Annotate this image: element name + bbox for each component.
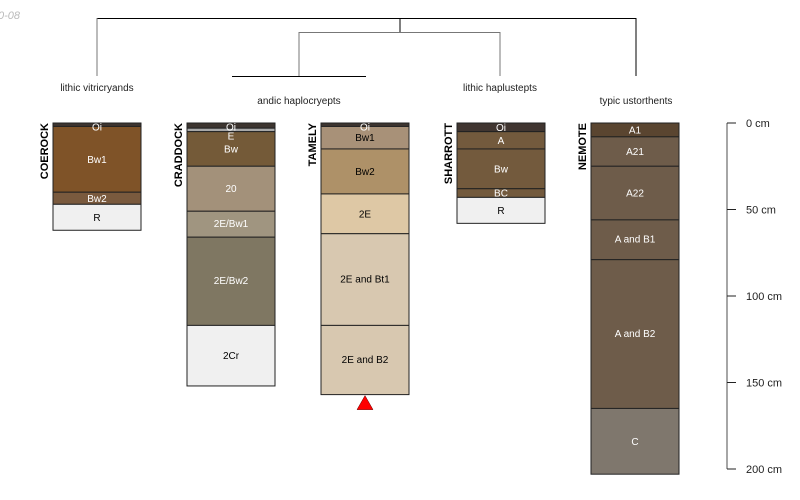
- profiles: COEROCK CRADDOCK TAMELY SHARROTT NEMOTE: [39, 122, 680, 475]
- horizon-label: 2E and Bt1: [340, 274, 390, 285]
- horizon-label: 2E: [359, 209, 372, 220]
- date-stamp: 0-08: [0, 10, 21, 22]
- profile-name: TAMELY: [307, 122, 319, 166]
- soil-profile: SHARROTT: [443, 122, 546, 224]
- scale-tick-label: 200 cm: [746, 464, 782, 476]
- horizon-label: 2E/Bw2: [214, 276, 249, 287]
- horizon-label: A1: [629, 125, 642, 136]
- horizon-label: Oi: [226, 123, 236, 134]
- soil-profile: TAMELY: [307, 122, 410, 410]
- horizon-label: 2E and B2: [342, 355, 389, 366]
- horizon: [590, 407, 680, 475]
- horizon: [320, 233, 410, 326]
- horizon-label: E: [228, 132, 235, 143]
- truncation-marker-icon: [356, 395, 374, 410]
- depth-scale: 0 cm 50 cm 100 cm 150 cm 200 cm: [726, 118, 782, 476]
- horizon: [590, 259, 680, 409]
- horizon-label: Bw2: [355, 167, 375, 178]
- profile-name: SHARROTT: [443, 123, 455, 184]
- horizon-label: A: [498, 136, 505, 147]
- horizon-label: C: [631, 437, 638, 448]
- horizon: [52, 125, 142, 193]
- horizon: [456, 196, 546, 224]
- horizon-label: Bw: [494, 164, 509, 175]
- scale-tick-label: 100 cm: [746, 291, 782, 303]
- group-label: typic ustorthents: [600, 96, 673, 107]
- profile-name: COEROCK: [39, 123, 51, 179]
- horizon-label: R: [93, 213, 100, 224]
- horizon-label: R: [497, 206, 504, 217]
- horizon-label: Bw2: [87, 194, 107, 205]
- horizon: [320, 193, 410, 235]
- group-label: lithic vitricryands: [60, 83, 133, 94]
- horizon: [186, 324, 276, 387]
- horizon-label: A21: [626, 147, 644, 158]
- horizon-label: A22: [626, 189, 644, 200]
- soil-profile: NEMOTE: [577, 122, 680, 475]
- horizon-label: Bw1: [87, 155, 107, 166]
- horizon-labels: OiBw1Bw2ROiEBw202E/Bw12E/Bw22CrOiBw1Bw22…: [87, 123, 655, 448]
- horizon: [186, 236, 276, 326]
- horizon-label: Oi: [360, 123, 370, 134]
- horizon-label: Oi: [92, 123, 102, 134]
- profile-name: CRADDOCK: [173, 123, 185, 187]
- profile-name: NEMOTE: [577, 123, 589, 170]
- horizon-label: BC: [494, 189, 508, 200]
- scale-tick-label: 150 cm: [746, 378, 782, 390]
- horizon: [186, 131, 276, 167]
- horizon-label: Bw1: [355, 133, 375, 144]
- horizon: [52, 203, 142, 231]
- horizon: [590, 136, 680, 167]
- soil-profile: COEROCK: [39, 122, 142, 231]
- horizon: [456, 148, 546, 190]
- scale-tick-label: 50 cm: [746, 205, 776, 217]
- horizon-label: Bw: [224, 144, 239, 155]
- horizon: [320, 324, 410, 396]
- group-label: andic haplocryepts: [257, 96, 340, 107]
- horizon-label: 2Cr: [223, 351, 240, 362]
- group-label: lithic haplustepts: [463, 83, 537, 94]
- horizon-label: A and B2: [615, 329, 656, 340]
- horizon: [590, 165, 680, 221]
- horizon-label: Oi: [496, 123, 506, 134]
- soil-profile: CRADDOCK: [173, 122, 276, 387]
- scale-tick-label: 0 cm: [746, 118, 770, 130]
- horizon-label: 20: [225, 184, 237, 195]
- horizon-label: 2E/Bw1: [214, 219, 249, 230]
- dendrogram: [96, 18, 637, 77]
- horizon-label: A and B1: [615, 235, 656, 246]
